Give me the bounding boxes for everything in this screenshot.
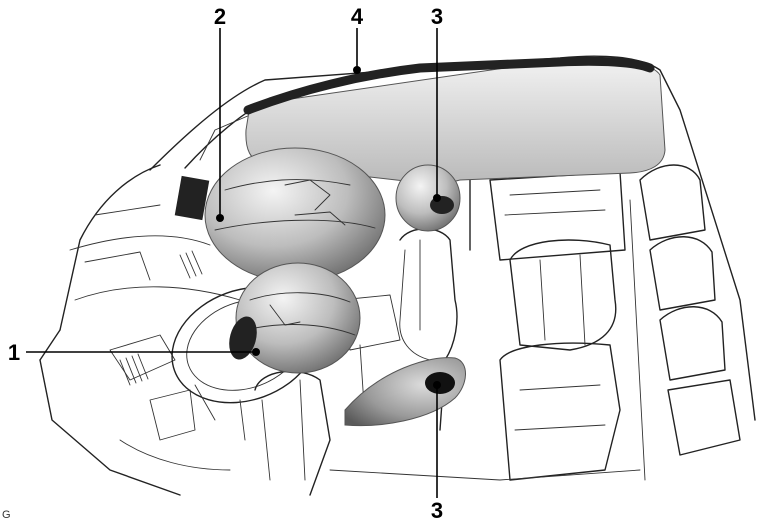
driver-airbag-module: [229, 316, 257, 360]
callout-3-upper-label: 3: [431, 4, 443, 29]
callout-3-lower-label: 3: [431, 498, 443, 521]
callout-4: 4: [351, 4, 364, 74]
callout-2: 2: [214, 4, 226, 222]
callout-1-label: 1: [8, 340, 20, 365]
callout-2-label: 2: [214, 4, 226, 29]
passenger-airbag-module: [174, 175, 210, 221]
callout-4-label: 4: [351, 4, 364, 29]
side-airbag-upper-shape: [395, 164, 461, 232]
callout-3-lower: 3: [431, 381, 443, 521]
driver-airbag-shape: [229, 262, 361, 374]
callout-3-upper: 3: [431, 4, 443, 202]
curtain-airbag-module: [243, 56, 655, 115]
callout-1: 1: [8, 340, 260, 365]
corner-code: G: [2, 509, 11, 521]
passenger-airbag-shape: [174, 147, 386, 283]
